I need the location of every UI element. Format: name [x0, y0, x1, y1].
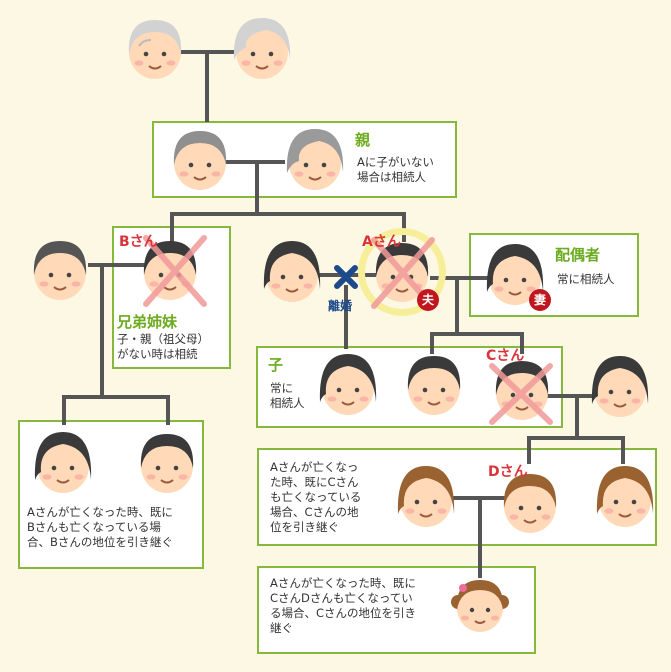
connector-line — [430, 332, 434, 354]
grandchild-desc-line: 位を引き継ぐ — [270, 520, 339, 534]
spouse-title: 配偶者 — [555, 246, 601, 264]
deceased-cross-icon — [489, 363, 553, 425]
siblings-desc-line: がない時は相続 — [117, 347, 198, 361]
connector-line — [62, 395, 66, 425]
nephew-boy-icon — [140, 434, 194, 493]
parents-desc-line: 場合は相続人 — [357, 170, 426, 184]
grandchild-desc-line: た時、既にCさん — [270, 475, 359, 489]
name-a-label: Aさん — [362, 234, 401, 250]
greatgrand-desc-line: CさんDさんも亡くなってい — [270, 591, 413, 605]
greatgrand-desc-line: Aさんが亡くなった時、既に — [270, 576, 416, 590]
grandmother-icon — [233, 18, 291, 79]
grandchild-d-icon — [503, 474, 557, 533]
connector-line — [62, 395, 170, 399]
grandfather-icon — [128, 20, 182, 79]
nephew-desc-line: Bさんも亡くなっている場 — [27, 520, 161, 534]
father-icon — [173, 131, 227, 190]
child-boy-icon — [407, 356, 461, 415]
connector-line — [478, 498, 482, 578]
connector-line — [180, 50, 238, 54]
nephew-desc-line: Aさんが亡くなった時、既に — [27, 505, 173, 519]
grandchild-desc-line: 場合、Cさんの地 — [270, 505, 359, 519]
children-title: 子 — [268, 356, 284, 374]
child-c-spouse-icon — [591, 356, 649, 417]
siblings-title: 兄弟姉妹 — [117, 313, 178, 331]
connector-line — [430, 332, 524, 336]
greatgrandchild-icon — [451, 580, 509, 632]
connector-line — [527, 436, 625, 440]
person-a-highlight — [358, 228, 446, 316]
connector-line — [455, 278, 459, 334]
parents-desc-line: Aに子がいない — [357, 155, 434, 169]
sibling-spouse-icon — [33, 241, 87, 300]
siblings-desc-line: 子・親（祖父母） — [117, 332, 209, 346]
name-b-label: Bさん — [119, 234, 158, 250]
connector-line — [520, 332, 524, 354]
connector-line — [166, 395, 170, 425]
connector-line — [344, 285, 348, 349]
parents-title: 親 — [355, 131, 371, 149]
child-girl-icon — [319, 354, 377, 415]
husband-badge: 夫 — [417, 289, 439, 311]
children-desc-line: 常に — [270, 381, 293, 395]
grandchild-d-spouse-icon — [596, 466, 654, 527]
mother-icon — [286, 129, 344, 190]
connector-line — [205, 52, 209, 122]
connector-line — [88, 263, 148, 267]
greatgrand-desc-line: 継ぐ — [270, 621, 293, 635]
name-c-label: Cさん — [486, 348, 525, 364]
divorce-x-icon — [334, 265, 358, 289]
deceased-cross-icon — [143, 235, 207, 307]
connector-line — [255, 162, 259, 214]
divorce-label: 離婚 — [328, 299, 353, 313]
wife-badge: 妻 — [529, 289, 551, 311]
connector-line — [621, 436, 625, 464]
grandchild-desc-line: Aさんが亡くなっ — [270, 460, 359, 474]
children-desc-line: 相続人 — [270, 396, 305, 410]
connector-line — [100, 265, 104, 397]
spouse-desc: 常に相続人 — [557, 272, 615, 286]
spouse-icon — [486, 244, 544, 305]
connector-line — [430, 276, 490, 280]
ex-wife-icon — [263, 241, 321, 302]
connector-line — [170, 212, 406, 216]
connector-line — [170, 212, 174, 242]
nephew-girl-icon — [34, 432, 92, 493]
nephew-desc-line: 合、Bさんの地位を引き継ぐ — [27, 535, 173, 549]
greatgrand-desc-line: る場合、Cさんの地位を引き — [270, 606, 417, 620]
connector-line — [527, 436, 531, 464]
grandchild-girl-icon — [397, 466, 455, 527]
connector-line — [575, 396, 579, 438]
grandchild-desc-line: も亡くなっている — [270, 490, 362, 504]
connector-line — [402, 212, 406, 242]
name-d-label: Dさん — [488, 464, 528, 480]
